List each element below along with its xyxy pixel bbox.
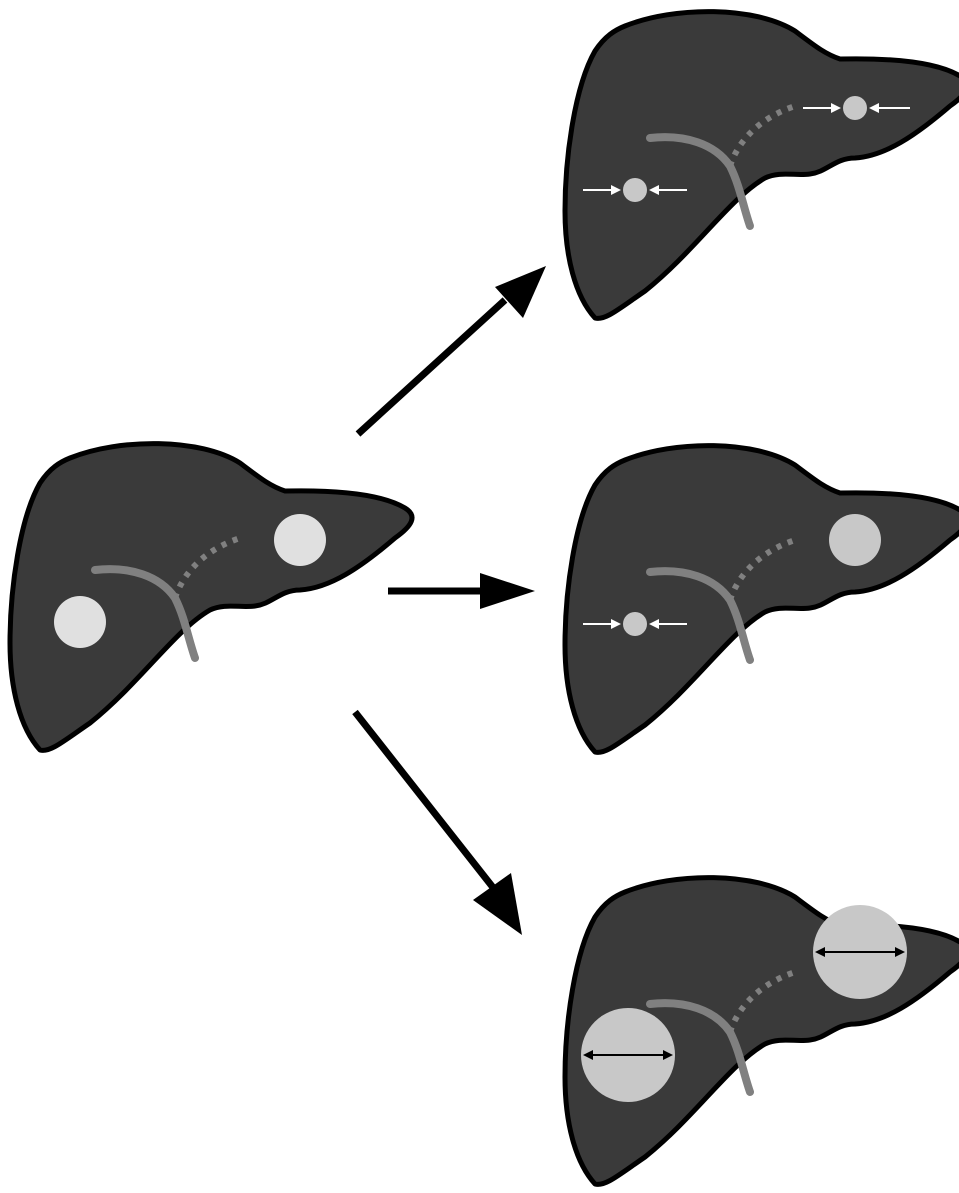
lesion-right-lobe [829,514,881,566]
arrow-right-icon [388,573,535,609]
liver-outcome-bottom [565,878,959,1185]
lesion-left-lobe [623,612,647,636]
arrow-down-right-icon [355,712,522,935]
lesion-left-lobe [54,596,106,648]
lesion-left-lobe [623,178,647,202]
liver-outcome-middle [565,446,959,753]
arrow-up-right-icon [358,266,546,434]
liver-baseline [10,444,412,751]
liver-outline [10,444,412,751]
liver-outcome-top [565,12,959,319]
lesion-right-lobe [843,96,867,120]
liver-outline [565,446,959,753]
liver-outline [565,12,959,319]
lesion-right-lobe [274,514,326,566]
